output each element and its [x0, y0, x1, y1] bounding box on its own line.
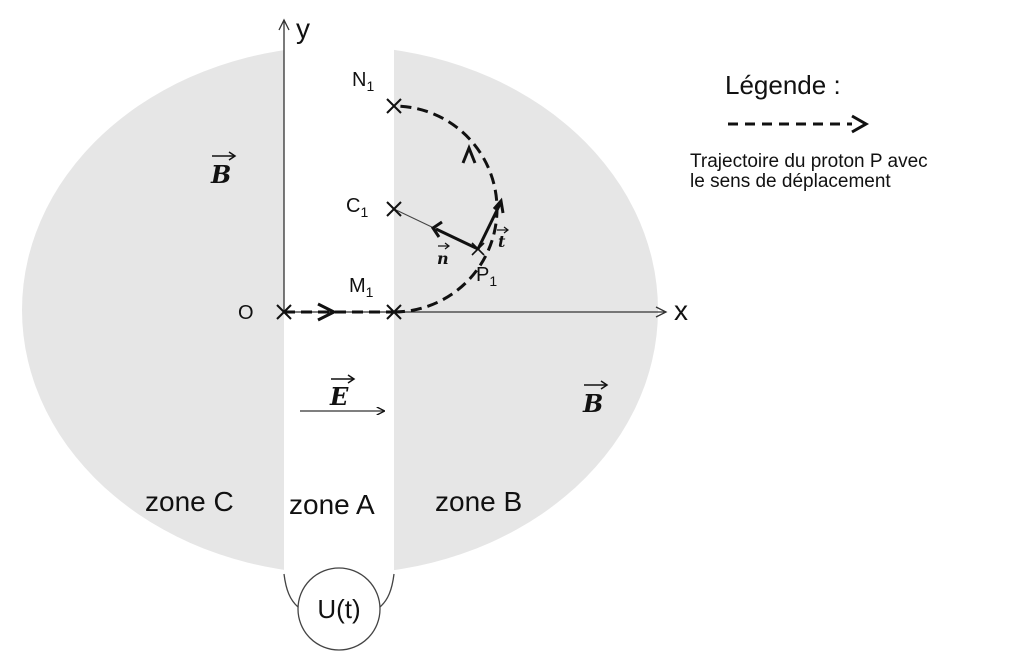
generator-wire-right	[379, 573, 395, 608]
point-m1-cross	[386, 304, 402, 320]
point-c1-cross	[386, 201, 402, 217]
zone-c-label: zone C	[145, 486, 234, 517]
label-c1: C1	[346, 195, 368, 220]
svg-text:n: n	[437, 249, 449, 268]
svg-text:B: B	[582, 389, 603, 418]
legend-line-2: le sens de déplacement	[690, 171, 891, 192]
label-origin: O	[238, 302, 254, 324]
trajectory-arc-arrow-icon	[461, 143, 477, 164]
generator-wire-left	[283, 573, 299, 608]
label-m1: M1	[349, 275, 374, 300]
generator-label: U(t)	[317, 594, 360, 624]
svg-text:t: t	[498, 232, 506, 251]
generator-circle	[297, 567, 381, 651]
legend-arrow-icon	[851, 114, 870, 134]
trajectory-arrow-icon	[317, 302, 338, 322]
zone-a-label: zone A	[289, 489, 375, 520]
vector-label-b-right: B	[582, 380, 609, 418]
label-p1: P1	[476, 264, 497, 289]
point-o-cross	[276, 304, 292, 320]
normal-vector	[435, 227, 479, 251]
svg-text:B: B	[210, 160, 231, 189]
dee-zone-c	[22, 50, 284, 570]
point-p1-cross	[471, 242, 485, 256]
vector-label-t: t	[497, 226, 509, 251]
svg-text:E: E	[329, 382, 349, 411]
vector-label-e: E	[329, 374, 356, 411]
legend-description: Trajectoire du proton P avec le sens de …	[690, 152, 1010, 192]
tangent-vector	[476, 203, 502, 250]
dee-zone-b	[394, 49, 658, 571]
x-axis-arrow-icon	[655, 306, 668, 318]
normal-vector-head-icon	[430, 220, 443, 238]
y-axis-label: y	[296, 13, 310, 44]
x-axis-label: x	[674, 295, 688, 326]
y-axis-arrow-icon	[278, 18, 290, 31]
vector-label-n: n	[437, 242, 450, 268]
legend-title: Légende :	[725, 70, 841, 100]
vector-label-b-left: B	[210, 151, 237, 189]
zone-b-label: zone B	[435, 486, 522, 517]
label-n1: N1	[352, 69, 374, 94]
tangent-vector-head-icon	[492, 197, 505, 214]
point-n1-cross	[386, 98, 402, 114]
legend-line-1: Trajectoire du proton P avec	[690, 151, 928, 172]
